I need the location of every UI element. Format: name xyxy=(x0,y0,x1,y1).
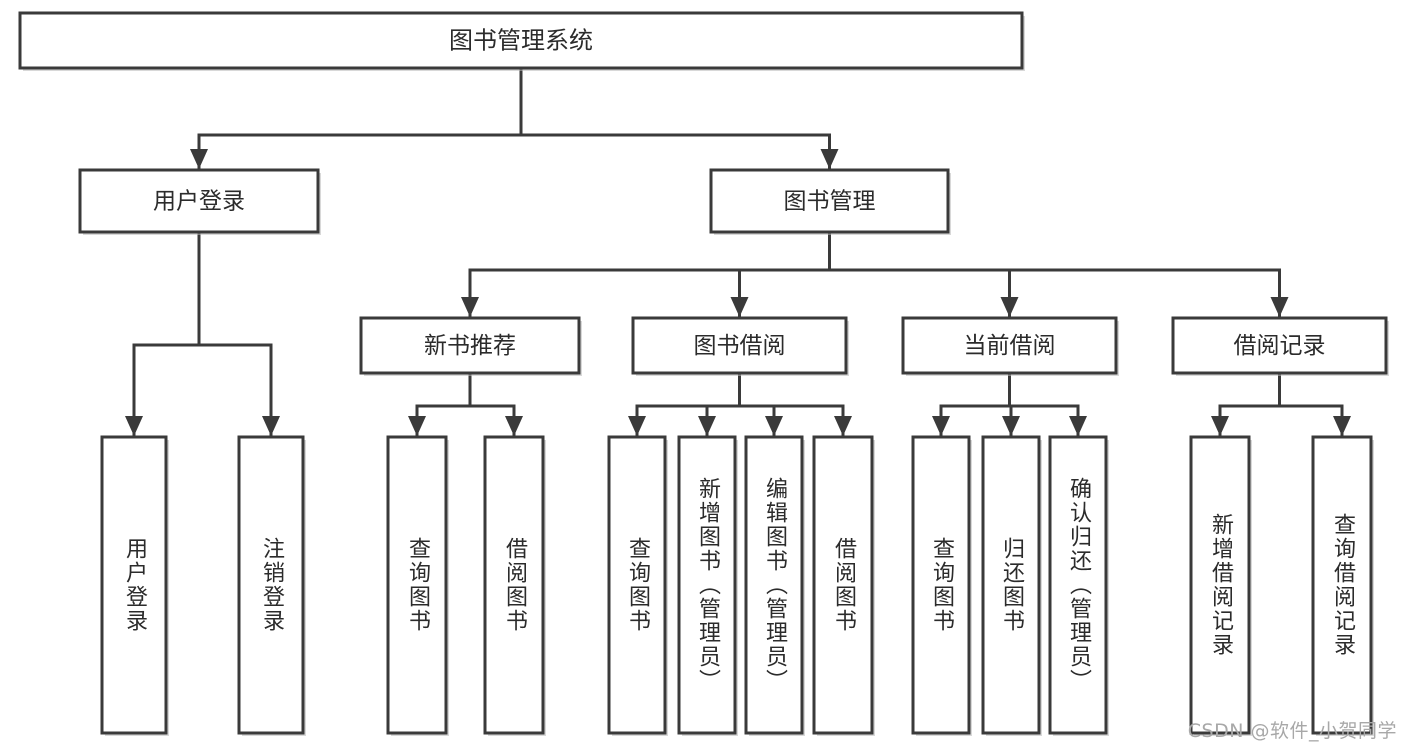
node-borrow-record[interactable]: 借阅记录 xyxy=(1171,316,1389,376)
node-box[interactable] xyxy=(386,435,448,735)
node-box[interactable] xyxy=(100,435,168,735)
arrow-head xyxy=(1333,416,1351,436)
node-new-book-rec[interactable]: 新书推荐 xyxy=(359,316,582,376)
node-box[interactable] xyxy=(359,316,581,375)
node-box[interactable] xyxy=(631,316,848,375)
watermark-text: CSDN @软件_小贺同学 xyxy=(1187,720,1397,742)
arrow-head xyxy=(461,297,479,317)
node-label: 图书管理 xyxy=(784,189,876,215)
node-leaf-edit-book[interactable] xyxy=(744,435,805,736)
node-box[interactable] xyxy=(1048,435,1108,735)
node-label: 当前借阅 xyxy=(964,333,1056,359)
node-leaf-add-record[interactable] xyxy=(1189,435,1252,736)
connector-edges-layer xyxy=(125,66,1351,438)
arrow-head xyxy=(408,416,426,436)
arrow-head xyxy=(932,416,950,436)
node-leaf-query-book-borrow[interactable] xyxy=(607,435,668,736)
node-leaf-borrow-book[interactable] xyxy=(812,435,875,736)
node-leaf-user-logout[interactable] xyxy=(237,435,306,736)
arrow-head xyxy=(505,416,523,436)
node-label: 用户登录 xyxy=(153,189,245,215)
node-leaf-return-book[interactable] xyxy=(981,435,1042,736)
arrow-head xyxy=(698,416,716,436)
arrow-head xyxy=(628,416,646,436)
node-box[interactable] xyxy=(901,316,1118,375)
node-box[interactable] xyxy=(911,435,971,735)
node-box[interactable] xyxy=(1311,435,1373,735)
node-root[interactable]: 图书管理系统 xyxy=(18,11,1025,71)
node-box[interactable] xyxy=(1189,435,1251,735)
node-box[interactable] xyxy=(744,435,804,735)
node-box[interactable] xyxy=(812,435,874,735)
node-user-login[interactable]: 用户登录 xyxy=(78,168,321,235)
node-box[interactable] xyxy=(18,11,1024,70)
node-label: 借阅记录 xyxy=(1234,333,1326,359)
arrow-head xyxy=(834,416,852,436)
node-leaf-query-book-cur[interactable] xyxy=(911,435,972,736)
node-box[interactable] xyxy=(677,435,737,735)
node-leaf-user-login[interactable] xyxy=(100,435,169,736)
node-box[interactable] xyxy=(78,168,320,234)
arrow-head xyxy=(765,416,783,436)
arrow-head xyxy=(820,149,839,169)
arrow-head xyxy=(1069,416,1087,436)
node-box[interactable] xyxy=(981,435,1041,735)
node-leaf-confirm-return[interactable] xyxy=(1048,435,1109,736)
arrow-head xyxy=(1211,416,1229,436)
node-box[interactable] xyxy=(607,435,667,735)
arrow-head xyxy=(262,416,280,436)
arrow-head xyxy=(1270,297,1289,317)
node-box[interactable] xyxy=(237,435,305,735)
arrow-head xyxy=(190,149,208,169)
node-label: 新书推荐 xyxy=(424,333,516,359)
node-current-borrow[interactable]: 当前借阅 xyxy=(901,316,1119,376)
node-leaf-query-book-rec[interactable] xyxy=(386,435,449,736)
node-label: 图书管理系统 xyxy=(449,27,593,55)
node-box[interactable] xyxy=(709,168,950,234)
arrow-head xyxy=(1002,416,1020,436)
node-box[interactable] xyxy=(1171,316,1388,375)
node-box[interactable] xyxy=(483,435,545,735)
arrow-head xyxy=(730,297,749,317)
arrow-head xyxy=(1000,297,1019,317)
node-label: 图书借阅 xyxy=(694,333,786,359)
node-book-borrow[interactable]: 图书借阅 xyxy=(631,316,849,376)
node-book-manage[interactable]: 图书管理 xyxy=(709,168,951,235)
node-leaf-borrow-book-rec[interactable] xyxy=(483,435,546,736)
node-leaf-add-book[interactable] xyxy=(677,435,738,736)
node-leaf-query-record[interactable] xyxy=(1311,435,1374,736)
arrow-head xyxy=(125,416,143,436)
